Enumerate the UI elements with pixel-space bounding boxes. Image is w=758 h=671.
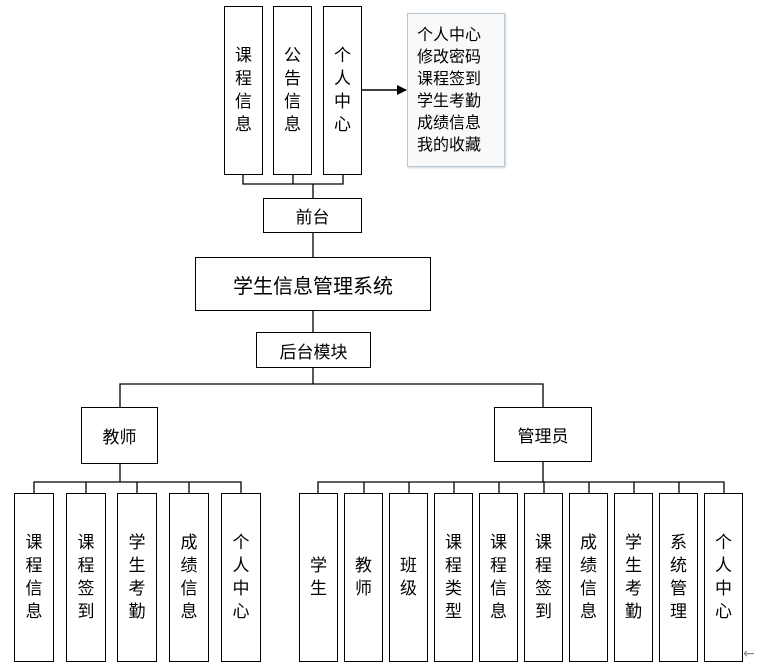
admin-module: 个人中心 [704, 493, 743, 662]
front-module-personal-center: 个人中心 [323, 6, 362, 175]
teacher-module-label: 个人中心 [232, 532, 250, 622]
front-node-label: 前台 [295, 208, 330, 228]
admin-module-label: 教师 [355, 555, 372, 599]
admin-node-label: 管理员 [517, 427, 569, 447]
menu-item: 修改密码 [417, 47, 482, 66]
front-module-course-info: 课程信息 [224, 6, 263, 175]
teacher-node: 教师 [81, 407, 158, 464]
admin-module-label: 课程签到 [535, 532, 552, 622]
backend-node: 后台模块 [256, 332, 371, 368]
connector-front-modules [242, 175, 344, 198]
teacher-module: 学生考勤 [117, 493, 157, 662]
teacher-module: 个人中心 [221, 493, 261, 662]
menu-item: 我的收藏 [417, 135, 482, 154]
admin-node: 管理员 [494, 407, 592, 462]
front-node: 前台 [263, 198, 362, 233]
system-node: 学生信息管理系统 [195, 257, 431, 311]
admin-module-label: 课程信息 [490, 532, 507, 622]
admin-module-label: 学生考勤 [625, 532, 642, 622]
admin-module-label: 成绩信息 [580, 532, 597, 622]
teacher-module-label: 课程信息 [25, 532, 43, 622]
teacher-module: 课程签到 [66, 493, 106, 662]
backend-node-label: 后台模块 [279, 342, 348, 363]
admin-module: 成绩信息 [569, 493, 608, 662]
connector-backend-roles [119, 368, 544, 407]
menu-item: 个人中心 [417, 25, 482, 44]
teacher-node-label: 教师 [102, 428, 137, 448]
admin-module: 学生 [299, 493, 338, 662]
teacher-module-label: 课程签到 [77, 532, 95, 622]
admin-module: 班级 [389, 493, 428, 662]
admin-module-label: 班级 [400, 555, 417, 599]
personal-center-menu: 个人中心 修改密码 课程签到 学生考勤 成绩信息 我的收藏 [407, 13, 505, 167]
teacher-module-label: 学生考勤 [128, 532, 146, 622]
admin-module: 教师 [344, 493, 383, 662]
connector-teacher-modules [33, 464, 242, 493]
admin-module-label: 个人中心 [715, 532, 732, 622]
teacher-module: 成绩信息 [169, 493, 209, 662]
front-module-label: 公告信息 [284, 45, 301, 135]
admin-module: 系统管理 [659, 493, 698, 662]
admin-module: 课程信息 [479, 493, 518, 662]
admin-module-label: 课程类型 [445, 532, 462, 622]
system-node-label: 学生信息管理系统 [233, 273, 393, 298]
front-module-announcement: 公告信息 [273, 6, 312, 175]
admin-module-label: 学生 [310, 555, 327, 599]
menu-item: 课程签到 [417, 69, 482, 88]
front-module-label: 个人中心 [334, 45, 351, 135]
menu-item: 成绩信息 [417, 113, 482, 132]
admin-module: 课程签到 [524, 493, 563, 662]
admin-module: 学生考勤 [614, 493, 653, 662]
admin-module: 课程类型 [434, 493, 473, 662]
front-module-label: 课程信息 [235, 45, 252, 135]
admin-module-label: 系统管理 [670, 532, 687, 622]
menu-item: 学生考勤 [417, 91, 482, 110]
teacher-module-label: 成绩信息 [180, 532, 198, 622]
connector-admin-modules [317, 462, 725, 493]
return-arrow-icon: ← [743, 646, 755, 662]
teacher-module: 课程信息 [14, 493, 54, 662]
